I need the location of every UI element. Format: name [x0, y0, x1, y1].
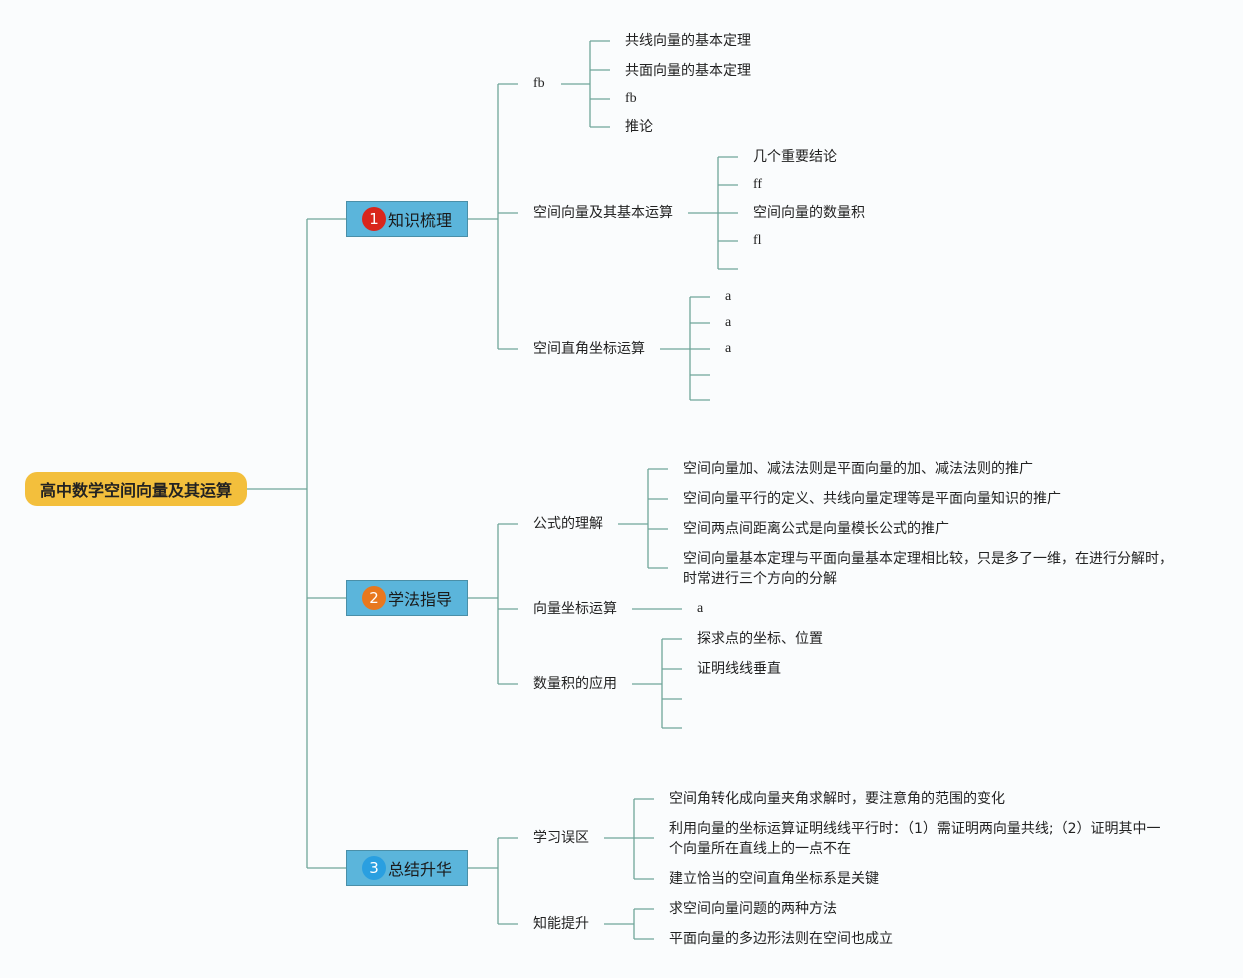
leaf-node[interactable]: 空间角转化成向量夹角求解时，要注意角的范围的变化 — [669, 791, 1005, 807]
leaf-node[interactable]: a — [725, 341, 732, 356]
section-knowledge[interactable]: 1 知识梳理 — [346, 201, 468, 237]
section-label: 总结升华 — [387, 860, 452, 879]
topic-node[interactable]: 向量坐标运算 — [533, 601, 617, 617]
leaf-node[interactable]: 空间向量基本定理与平面向量基本定理相比较，只是多了一维，在进行分解时，时常进行三… — [683, 551, 1173, 587]
section-method[interactable]: 2 学法指导 — [346, 580, 468, 616]
topic-node[interactable]: 数量积的应用 — [533, 676, 617, 692]
number-badge: 2 — [361, 586, 386, 610]
topic-node[interactable]: 公式的理解 — [533, 516, 603, 532]
leaf-node[interactable]: 求空间向量问题的两种方法 — [669, 901, 837, 917]
number-badge: 1 — [361, 207, 386, 231]
leaf-node[interactable]: a — [725, 289, 732, 304]
section-summary[interactable]: 3 总结升华 — [346, 850, 468, 886]
leaf-node[interactable]: 空间向量平行的定义、共线向量定理等是平面向量知识的推广 — [683, 491, 1061, 507]
leaf-node[interactable]: 共面向量的基本定理 — [625, 63, 751, 79]
leaf-node[interactable]: 推论 — [625, 119, 653, 135]
topic-node[interactable]: fb — [533, 76, 545, 91]
root-node[interactable]: 高中数学空间向量及其运算 — [25, 472, 247, 506]
leaf-node[interactable]: 证明线线垂直 — [697, 661, 781, 677]
section-label: 学法指导 — [387, 590, 452, 609]
leaf-node[interactable]: 建立恰当的空间直角坐标系是关键 — [669, 871, 879, 887]
leaf-node[interactable]: 空间向量加、减法法则是平面向量的加、减法法则的推广 — [683, 461, 1033, 477]
leaf-node[interactable]: 共线向量的基本定理 — [625, 33, 751, 49]
leaf-node[interactable]: a — [697, 601, 704, 616]
leaf-node[interactable]: 探求点的坐标、位置 — [697, 631, 823, 647]
leaf-node[interactable]: a — [725, 315, 732, 330]
leaf-node[interactable]: 空间向量的数量积 — [753, 205, 865, 221]
topic-node[interactable]: 空间直角坐标运算 — [533, 341, 645, 357]
leaf-node[interactable]: 空间两点间距离公式是向量模长公式的推广 — [683, 521, 949, 537]
topic-node[interactable]: 知能提升 — [533, 916, 589, 932]
topic-node[interactable]: 学习误区 — [533, 830, 589, 846]
leaf-node[interactable]: ff — [753, 177, 763, 192]
section-label: 知识梳理 — [387, 211, 452, 230]
leaf-node[interactable]: fl — [753, 233, 762, 248]
leaf-node[interactable]: fb — [625, 91, 637, 106]
leaf-node[interactable]: 利用向量的坐标运算证明线线平行时：（1）需证明两向量共线;（2）证明其中一个向量… — [669, 821, 1161, 857]
number-badge: 3 — [361, 856, 386, 880]
leaf-node[interactable]: 平面向量的多边形法则在空间也成立 — [669, 931, 893, 947]
topic-node[interactable]: 空间向量及其基本运算 — [533, 205, 673, 221]
leaf-node[interactable]: 几个重要结论 — [753, 149, 837, 165]
